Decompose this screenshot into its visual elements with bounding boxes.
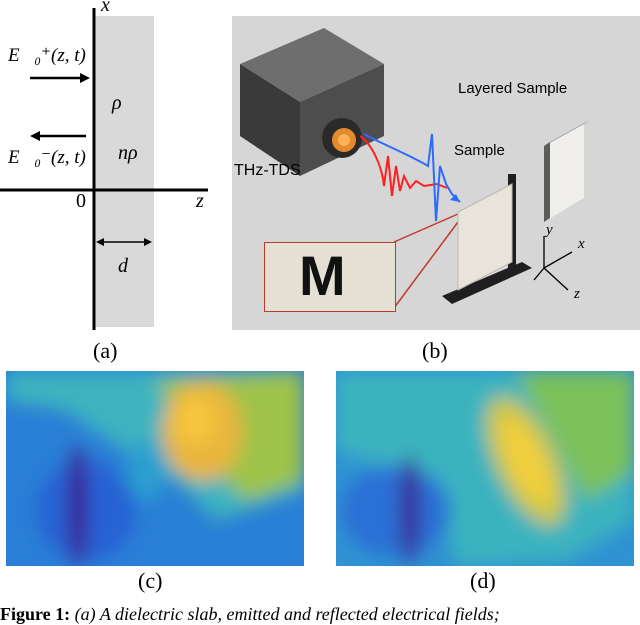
thz-tds-label: THz-TDS [234, 162, 301, 179]
axis-x-label: x [578, 236, 585, 252]
rho-label: ρ [112, 92, 122, 114]
panel-b-label: (b) [422, 338, 448, 363]
thz-device-left [240, 64, 300, 176]
figure-caption: Figure 1: (a) A dielectric slab, emitted… [0, 603, 640, 625]
cold-stroke [401, 454, 419, 564]
inset-letter: M [299, 244, 346, 307]
panel-d-label: (d) [470, 568, 496, 593]
incident-arrow-head [80, 73, 90, 83]
panel-c-label: (c) [138, 568, 163, 593]
axis-y-label: y [546, 222, 553, 238]
inset-image: M [264, 242, 396, 312]
caption-text: (a) A dielectric slab, emitted and refle… [74, 604, 500, 624]
hot-stroke [499, 416, 553, 506]
panel-a-label: (a) [93, 338, 118, 363]
panel-d-heatmap [336, 371, 634, 566]
z-axis-label: z [196, 190, 204, 212]
x-axis-label: x [101, 0, 110, 16]
reflected-field-label: E⃗₀⁻(z, t) [8, 147, 86, 168]
axis-z-label: z [574, 286, 580, 302]
panel-c-heatmap [6, 371, 304, 566]
reflected-arrow-head [30, 131, 40, 141]
panel-b-render: M THz-TDS Sample Layered Sample y x z [232, 16, 640, 330]
thickness-label: d [118, 255, 128, 277]
red-pulse [359, 135, 448, 197]
dielectric-slab [94, 16, 154, 327]
thz-device-top [240, 28, 384, 102]
incident-field-label: E⃗₀⁺(z, t) [8, 45, 86, 66]
layered-sample [544, 124, 584, 222]
caption-prefix: Figure 1: [0, 604, 71, 624]
n-rho-label: nρ [118, 142, 138, 164]
blue-pulse [363, 133, 461, 222]
sample-sheet [457, 183, 513, 291]
panel-a-diagram [0, 8, 208, 330]
layered-sample-label: Layered Sample [458, 80, 568, 97]
cold-stroke [68, 446, 88, 566]
sample-label: Sample [454, 142, 505, 159]
origin-label: 0 [76, 190, 86, 212]
